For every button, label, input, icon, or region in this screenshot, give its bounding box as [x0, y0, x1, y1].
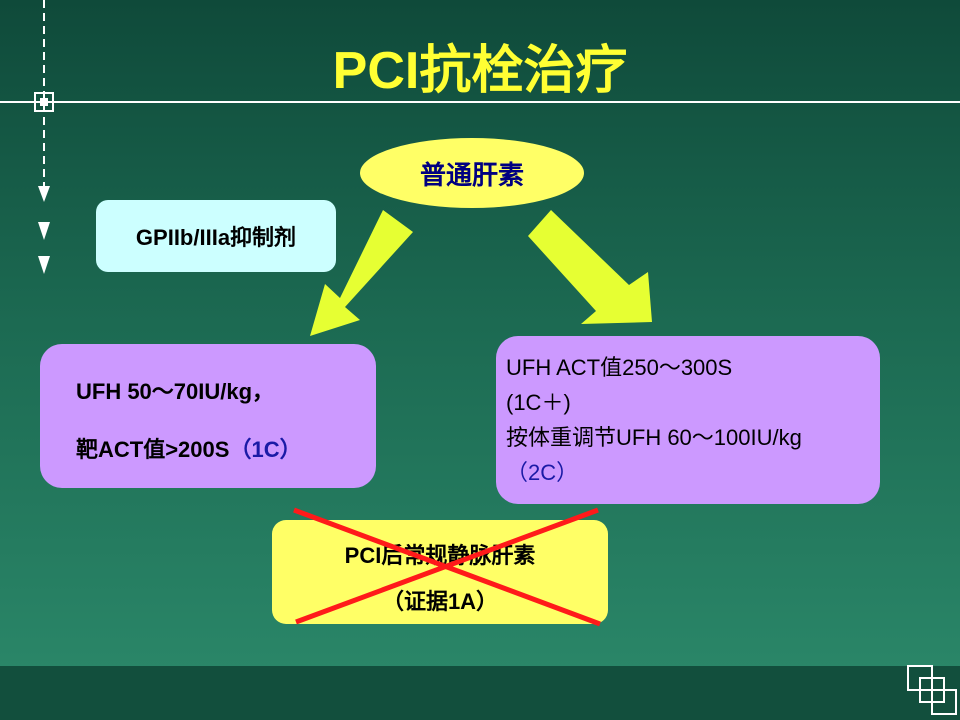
bottom-band: [0, 666, 960, 720]
left-dosage-line2: 靶ACT值>200S（1C）: [76, 432, 302, 464]
left-dosage-grade: （1C）: [229, 437, 302, 462]
left-dosage-box: UFH 50～70IU/kg， 靶ACT值>200S（1C）: [40, 344, 376, 488]
right-dosage-line2: (1C＋): [506, 390, 571, 415]
chevron-down-icon: [38, 256, 50, 274]
chevron-down-icon: [38, 222, 50, 240]
right-dosage-line3: 按体重调节UFH 60～100IU/kg: [506, 425, 802, 450]
grid-ornament-icon: [907, 665, 957, 715]
right-dosage-line1: UFH ACT值250～300S: [506, 355, 733, 380]
left-dosage-target: 靶ACT值>200S: [76, 437, 230, 462]
right-dosage-grade: （2C）: [506, 460, 579, 485]
right-dosage-box: UFH ACT值250～300S (1C＋) 按体重调节UFH 60～100IU…: [496, 336, 880, 504]
heparin-label: 普通肝素: [419, 159, 524, 190]
pci-heparin-evidence: （证据1A）: [381, 589, 499, 614]
square-ornament-icon: [34, 92, 54, 112]
gp-inhibitor-label: GPIIb/IIIa抑制剂: [135, 225, 297, 250]
page-title: PCI抗栓治疗: [332, 42, 628, 100]
left-dosage-line1: UFH 50～70IU/kg，: [76, 379, 275, 404]
chevron-down-icon: [38, 186, 50, 202]
arrow-to-left-icon: [310, 210, 413, 336]
gp-inhibitor-box: GPIIb/IIIa抑制剂: [96, 200, 336, 272]
pci-heparin-box: PCI后常规静脉肝素 （证据1A）: [272, 520, 608, 624]
pci-heparin-line1: PCI后常规静脉肝素: [344, 543, 536, 568]
heparin-node: 普通肝素: [360, 138, 584, 208]
arrow-to-right-icon: [528, 210, 652, 324]
